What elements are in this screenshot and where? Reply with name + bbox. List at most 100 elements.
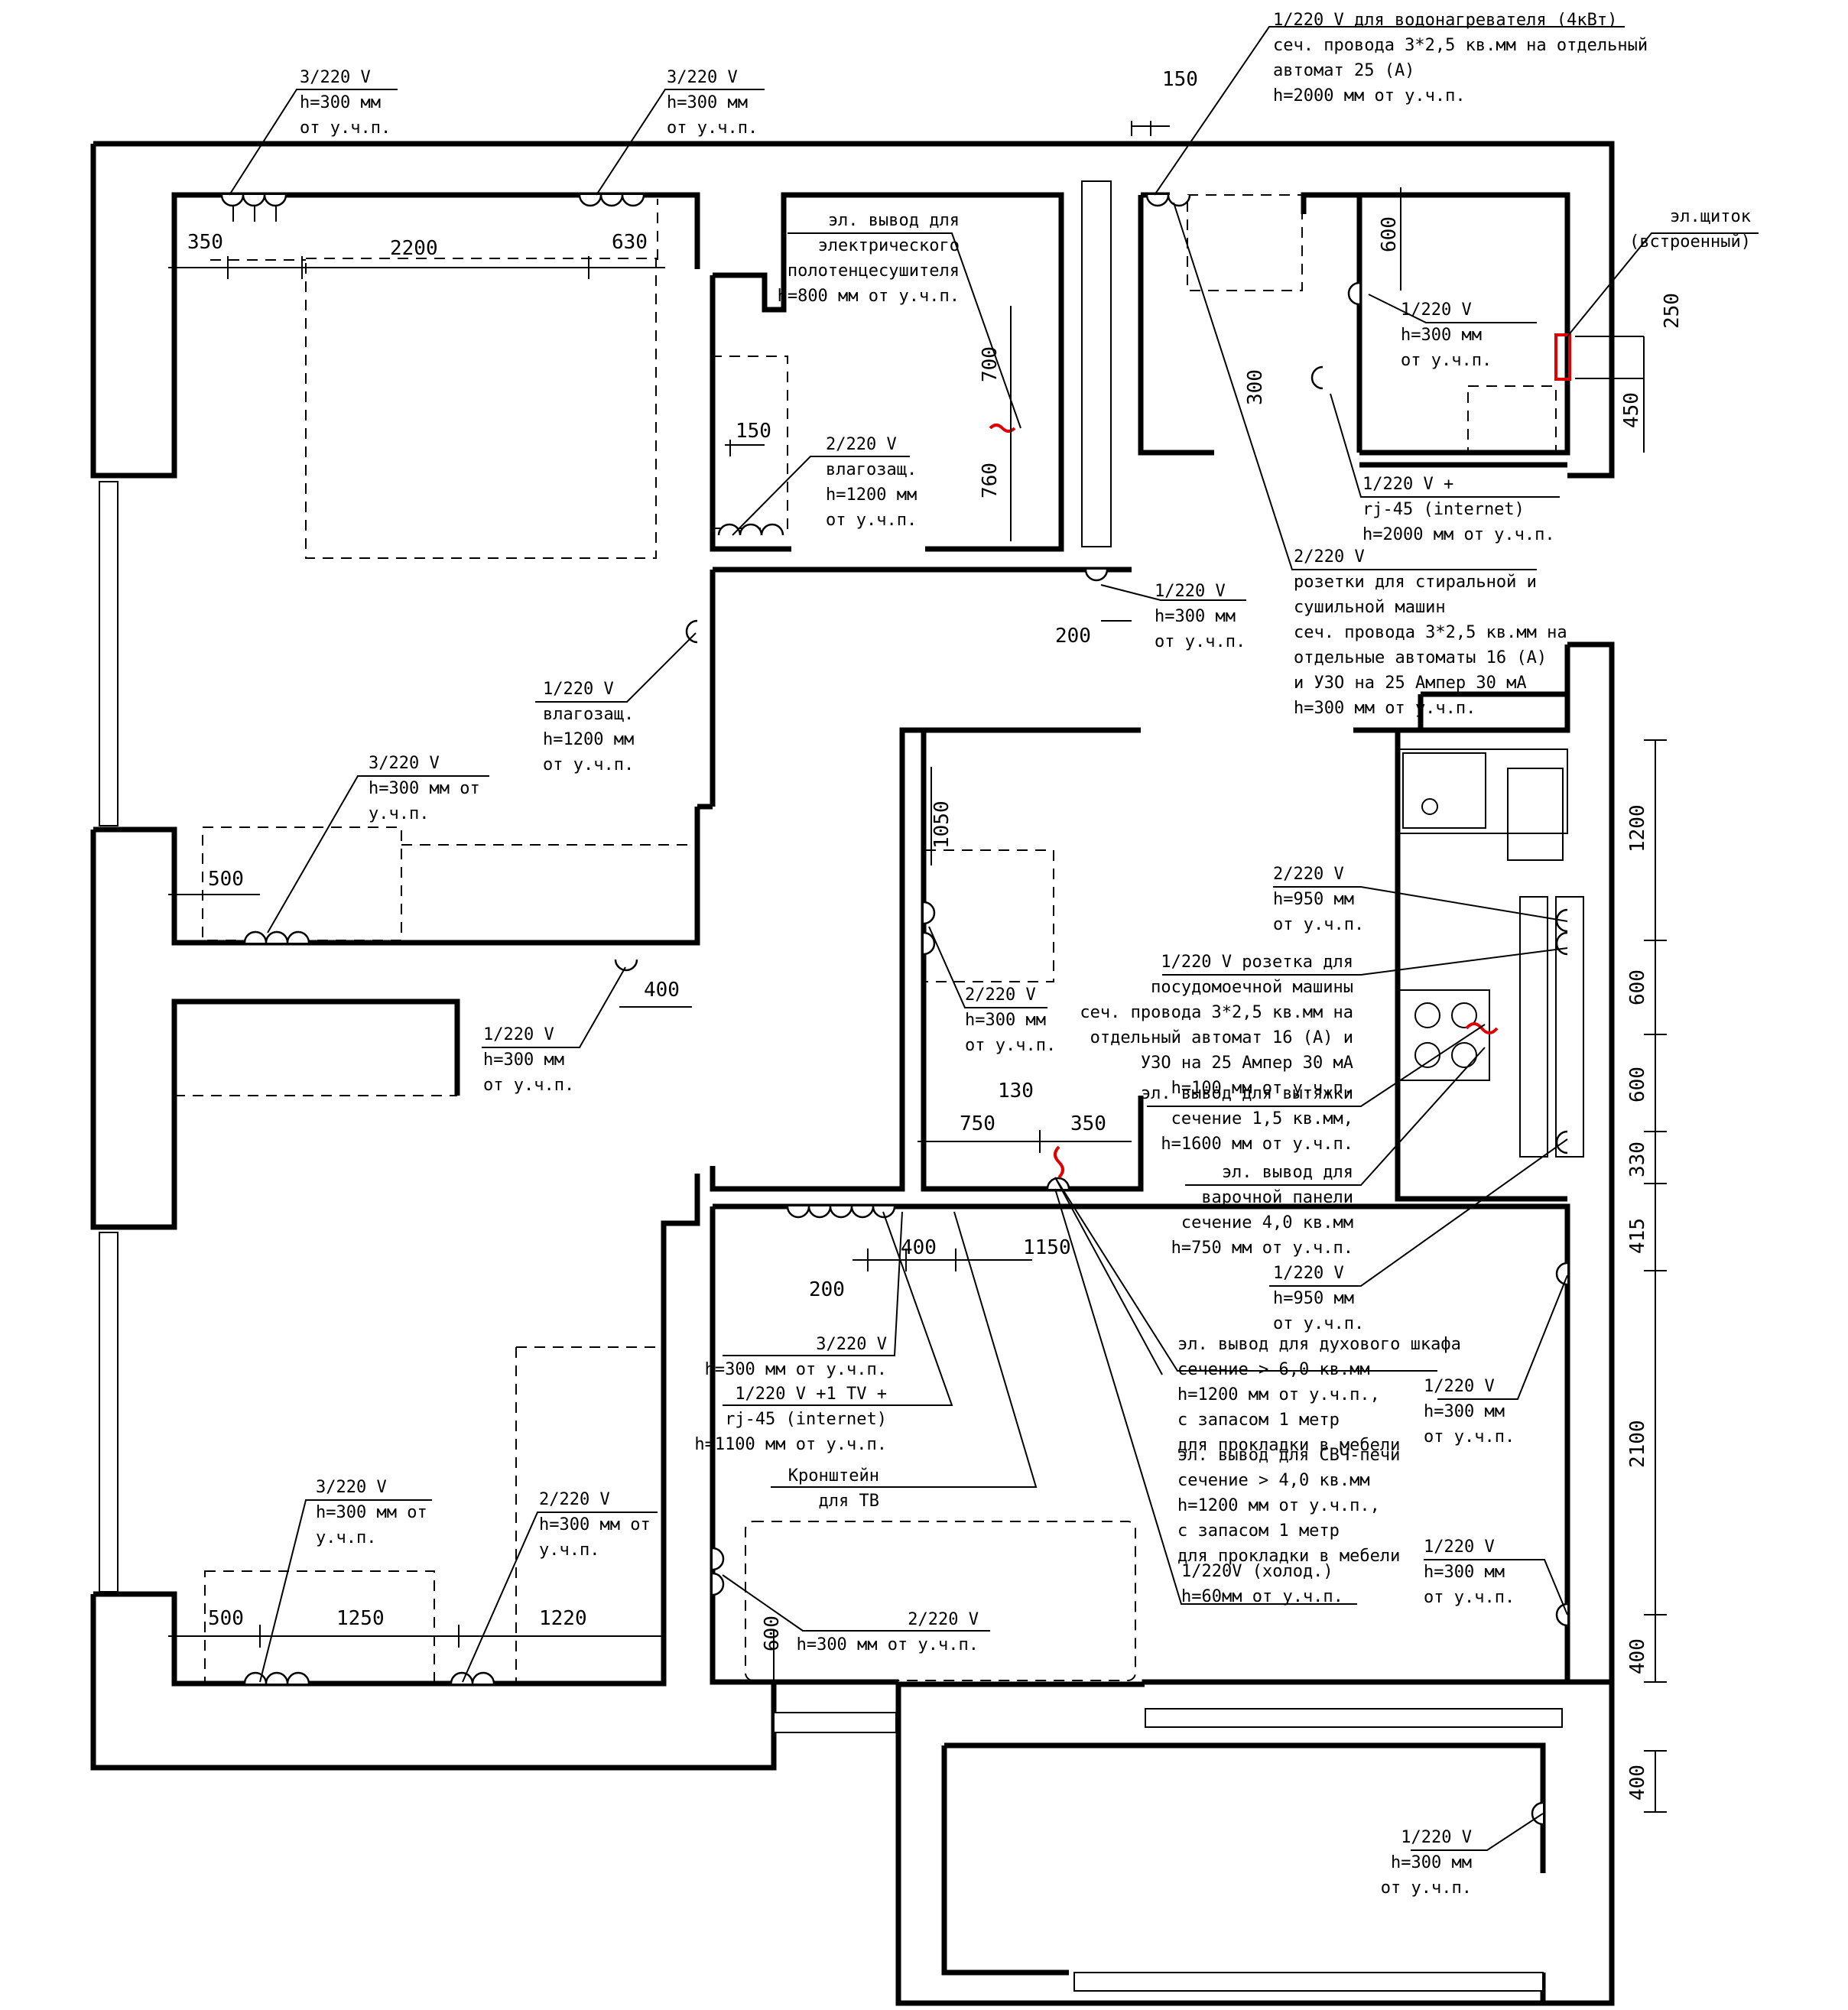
dim-250: 250	[1661, 293, 1684, 329]
socket-balcony	[1531, 1801, 1544, 1826]
note-line: варочной панели	[1201, 1188, 1353, 1207]
furniture	[174, 194, 1584, 1685]
closet-shelf	[924, 849, 1054, 982]
socket-hall	[1084, 569, 1109, 582]
room2-closet	[515, 1346, 664, 1682]
note-line: 1/220 V	[1401, 1828, 1472, 1847]
note-line: сечение 4,0 кв.мм	[1181, 1213, 1353, 1232]
socket-bath	[717, 523, 784, 536]
note-line: h=300 мм	[1155, 607, 1236, 626]
sink	[1402, 752, 1486, 829]
note-line: от у.ч.п.	[1401, 351, 1492, 370]
note-line: h=1200 мм	[543, 730, 634, 749]
note-line: у.ч.п.	[539, 1541, 599, 1560]
note-line: h=300 мм от у.ч.п.	[705, 1360, 887, 1379]
note-line: h=300 мм	[1401, 326, 1482, 345]
note-line: h=100 мм от у.ч.п.	[1171, 1079, 1353, 1098]
window-living-bottom	[773, 1712, 897, 1733]
note-line: h=300 мм	[300, 93, 381, 112]
note-line: h=300 мм от	[316, 1503, 427, 1522]
walls	[90, 141, 1615, 2006]
sink-counter	[1397, 748, 1568, 834]
note-line: 3/220 V	[369, 754, 440, 773]
socket-bed-moist	[685, 619, 698, 644]
dim-2200: 2200	[390, 237, 438, 260]
dim-400-lr: 400	[1626, 1638, 1649, 1674]
note-lv-tv: 1/220 V +1 TV +rj-45 (internet)h=1100 мм…	[694, 1385, 887, 1454]
note-line: эл.щиток	[1670, 207, 1751, 226]
dim-300-util: 300	[1244, 369, 1267, 405]
utility-block	[1359, 192, 1570, 468]
note-line: сечение > 4,0 кв.мм	[1177, 1471, 1370, 1490]
note-line: h=60мм от у.ч.п.	[1181, 1587, 1343, 1606]
outer-wall-right	[895, 144, 1615, 2006]
note-line: эл. вывод для	[1222, 1163, 1353, 1182]
note-line: h=300 мм от у.ч.п.	[797, 1635, 979, 1654]
note-line: h=300 мм	[1424, 1563, 1505, 1582]
dim-330: 330	[1626, 1141, 1649, 1177]
socket-group-bed-right	[578, 194, 645, 207]
note-line: h=950 мм	[1273, 890, 1354, 909]
note-line: h=300 мм	[1424, 1402, 1505, 1421]
red-markers	[989, 333, 1571, 1179]
socket-bed-bottom	[243, 930, 310, 943]
dimension-lines	[168, 121, 1667, 1813]
living-walls	[710, 1203, 1570, 1685]
bath-block	[710, 192, 1064, 552]
dim-450: 450	[1620, 392, 1643, 428]
note-line: h=300 мм	[965, 1011, 1046, 1030]
note-line: h=1200 мм	[826, 485, 917, 505]
note-line: h=1200 мм от у.ч.п.,	[1177, 1496, 1380, 1515]
dim-130: 130	[998, 1080, 1034, 1102]
note-line: 3/220 V	[667, 68, 738, 87]
note-line: с запасом 1 метр	[1177, 1521, 1340, 1541]
dim-630: 630	[612, 231, 648, 254]
socket-room2-bottom-3	[243, 1671, 310, 1684]
window-room2	[99, 1232, 119, 1593]
note-line: у.ч.п.	[369, 804, 429, 823]
note-line: h=1200 мм от у.ч.п.,	[1177, 1385, 1380, 1404]
dim-350: 350	[187, 231, 223, 254]
dim-760: 760	[979, 463, 1002, 498]
note-line: h=300 мм от	[539, 1515, 651, 1534]
note-line: 1/220 V +	[1362, 475, 1453, 494]
burner	[1451, 1042, 1477, 1068]
electrical-panel-icon	[1554, 333, 1571, 381]
note-line: Кронштейн	[788, 1466, 879, 1486]
note-line: 2/220 V	[1294, 547, 1365, 567]
note-line: от у.ч.п.	[1155, 632, 1246, 651]
note-line: электрического	[818, 236, 960, 255]
note-line: h=750 мм от у.ч.п.	[1171, 1239, 1353, 1258]
note-line: h=300 мм от	[369, 779, 480, 798]
note-line: сеч. провода 3*2,5 кв.мм на	[1294, 623, 1567, 642]
oven-outlet-icon	[1054, 1145, 1064, 1179]
socket-wc	[1347, 281, 1360, 306]
hob-outlet-icon	[1465, 1022, 1499, 1034]
note-bed-bot: 3/220 V h=300 мм от у.ч.п.	[369, 754, 480, 823]
dim-200-tv: 200	[809, 1278, 845, 1301]
note-line: от у.ч.п.	[826, 511, 917, 530]
note-line: 1/220 V	[1155, 582, 1226, 601]
note-line: 2/220 V	[965, 986, 1036, 1005]
note-line: 2/220 V	[826, 435, 897, 454]
note-line: от у.ч.п.	[1273, 1314, 1364, 1333]
dim-1250: 1250	[336, 1607, 385, 1630]
note-hob: эл. вывод для варочной панели сечение 4,0 …	[1171, 1163, 1353, 1258]
note-line: эл. вывод для духового шкафа	[1177, 1335, 1461, 1354]
note-line: 1/220 V	[483, 1025, 554, 1044]
dim-200-hall: 200	[1055, 625, 1091, 648]
note-line: с запасом 1 метр	[1177, 1411, 1340, 1430]
socket-tv-wall	[786, 1206, 896, 1219]
note-rj-top: 1/220 V +rj-45 (internet)h=2000 мм от у.…	[1362, 475, 1555, 544]
note-line: автомат 25 (А)	[1273, 61, 1414, 80]
note-line: посудомоечной машины	[1151, 978, 1353, 997]
